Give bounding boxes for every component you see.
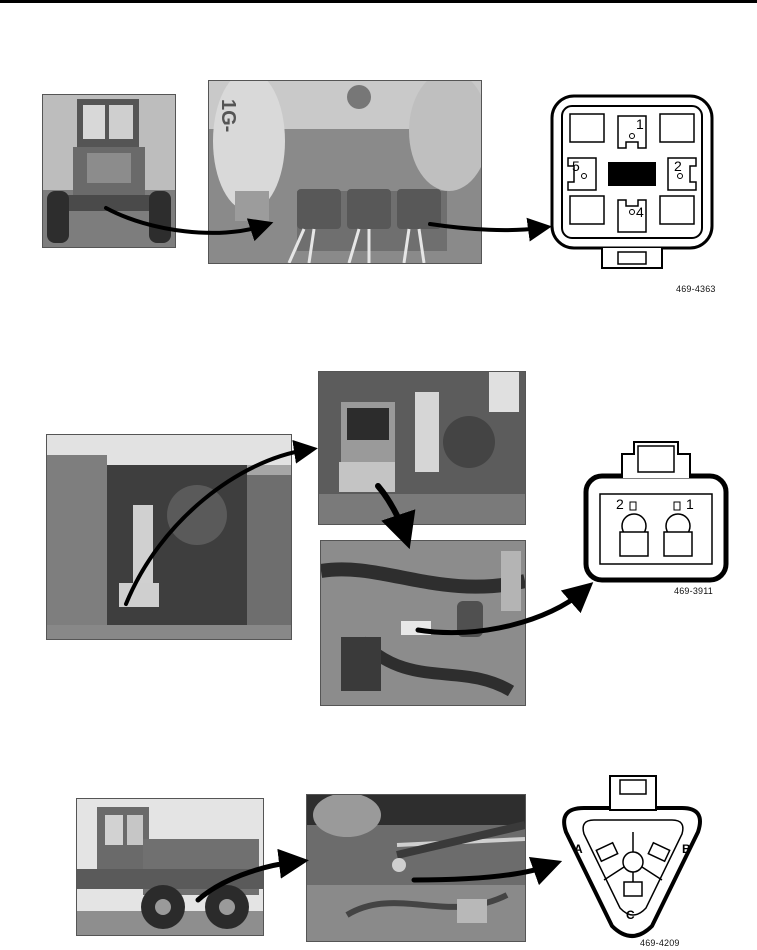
relay-bank-photo: 1G- — [208, 80, 482, 264]
photo-label-1g: 1G- — [217, 99, 239, 133]
figure-id-1: 469-4363 — [676, 284, 716, 294]
sensor-location-photo — [306, 794, 526, 942]
connector-2pin-diagram: 2 1 — [582, 440, 730, 584]
engine-compartment-photo — [46, 434, 292, 640]
pin-label-c: C — [626, 908, 635, 922]
connector-3pin-diagram: A B C — [554, 770, 712, 940]
grader-front-photo — [42, 94, 176, 248]
pin-label-5: 5 — [572, 158, 580, 174]
pin-label-4: 4 — [636, 204, 644, 220]
figure-id-2: 469-3911 — [674, 586, 713, 596]
pin-label-1: 1 — [686, 496, 694, 512]
header-rule — [0, 0, 757, 3]
pin-label-2: 2 — [616, 496, 624, 512]
pin-label-b: B — [682, 842, 691, 856]
relay-socket-5pin-diagram: 1 2 4 5 — [548, 92, 716, 280]
pin-label-2: 2 — [674, 158, 682, 174]
figure-id-3: 469-4209 — [640, 938, 680, 948]
pin-label-1: 1 — [636, 116, 644, 132]
starter-relay-photo — [320, 540, 526, 706]
grader-side-photo — [76, 798, 264, 936]
pin-label-a: A — [574, 842, 583, 856]
fuse-panel-photo — [318, 371, 526, 525]
